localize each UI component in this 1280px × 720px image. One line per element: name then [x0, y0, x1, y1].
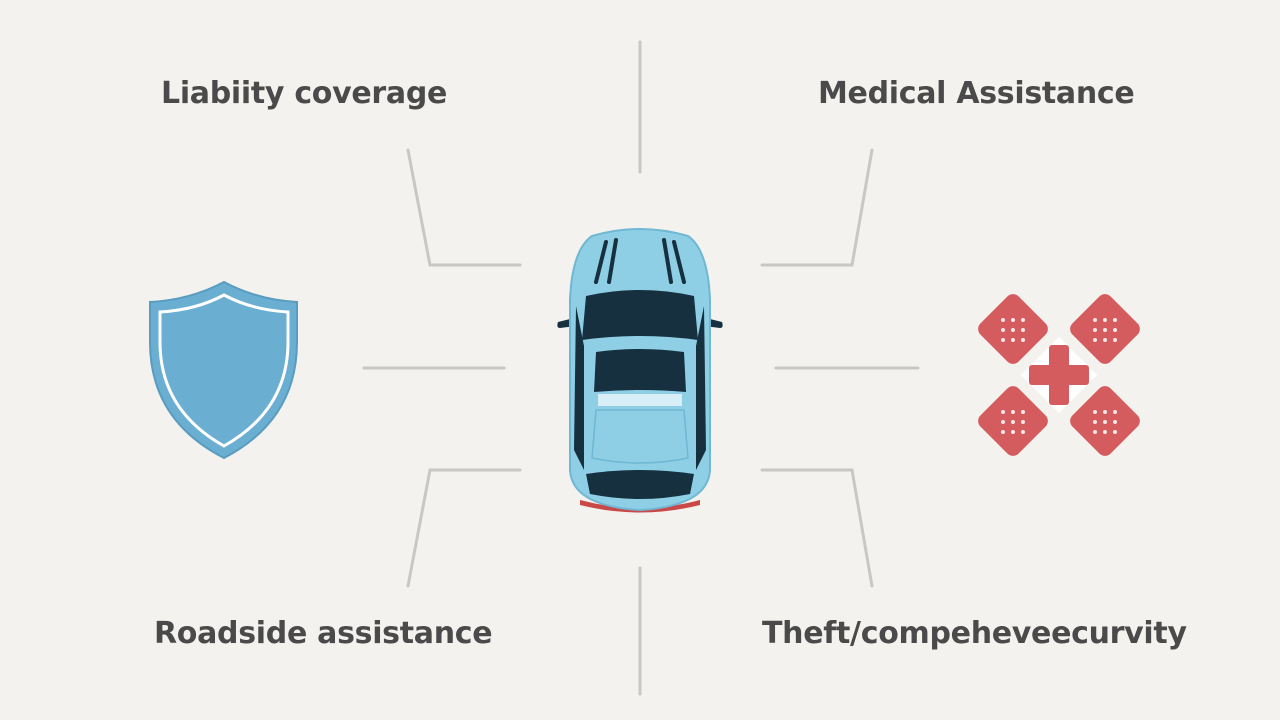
car-icon — [557, 228, 723, 513]
label-theft-comprehensive: Theft/compeheveecurvity — [762, 616, 1187, 651]
label-medical-assistance: Medical Assistance — [818, 76, 1135, 111]
shield-icon — [149, 280, 298, 460]
connector-bottom-right — [760, 468, 874, 588]
connector-top-right — [760, 148, 874, 267]
medical-bandage-icon — [978, 294, 1140, 456]
connector-lines — [362, 40, 920, 696]
connector-top-left — [406, 148, 522, 267]
label-liability-coverage: Liabiity coverage — [161, 76, 448, 111]
label-roadside-assistance: Roadside assistance — [154, 616, 493, 651]
connector-bottom-left — [406, 468, 522, 588]
